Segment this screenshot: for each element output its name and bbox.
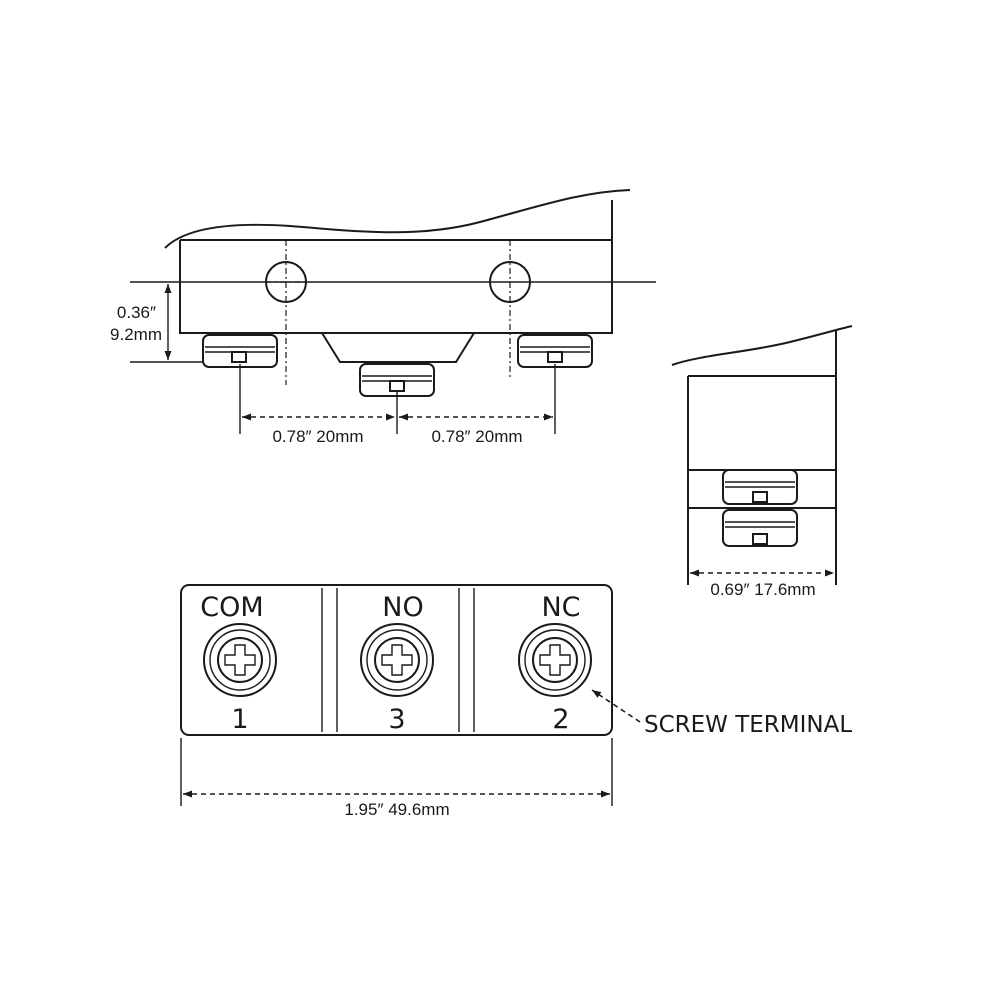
terminal-view [180,584,641,806]
side-screw-upper [722,469,798,505]
terminal-nc-label: NC [541,592,580,623]
length-dimension-label: 1.95″ 49.6mm [344,800,449,819]
terminal-com-label: COM [200,592,263,623]
terminal-nc-screw-icon [518,623,592,697]
terminal-nc-number: 2 [552,704,569,735]
front-view-housing [179,200,613,334]
screw-terminal-callout: SCREW TERMINAL [644,712,852,738]
height-dimension-mm: 9.2mm [110,325,162,344]
terminal-no-number: 3 [388,704,405,735]
terminal-com-screw-icon [203,623,277,697]
terminal-block-outline [180,584,613,736]
terminal-com-number: 1 [231,704,248,735]
side-view-break-line [671,325,853,366]
side-view [671,325,853,585]
terminal-no-screw-icon [360,623,434,697]
spacing-right-label: 0.78″ 20mm [431,427,522,446]
spacing-left-label: 0.78″ 20mm [272,427,363,446]
height-dimension-inches: 0.36″ [117,303,156,322]
screw-terminal-leader [591,689,641,723]
side-width-label: 0.69″ 17.6mm [710,580,815,599]
terminal-no-label: NO [382,592,423,623]
front-view-break-line [164,189,631,249]
front-screw-left [202,334,278,368]
front-view-base-trapezoid [280,332,475,363]
front-view [130,189,656,434]
side-screw-lower [722,509,798,547]
front-screw-middle [359,363,435,397]
front-screw-right [517,334,593,368]
